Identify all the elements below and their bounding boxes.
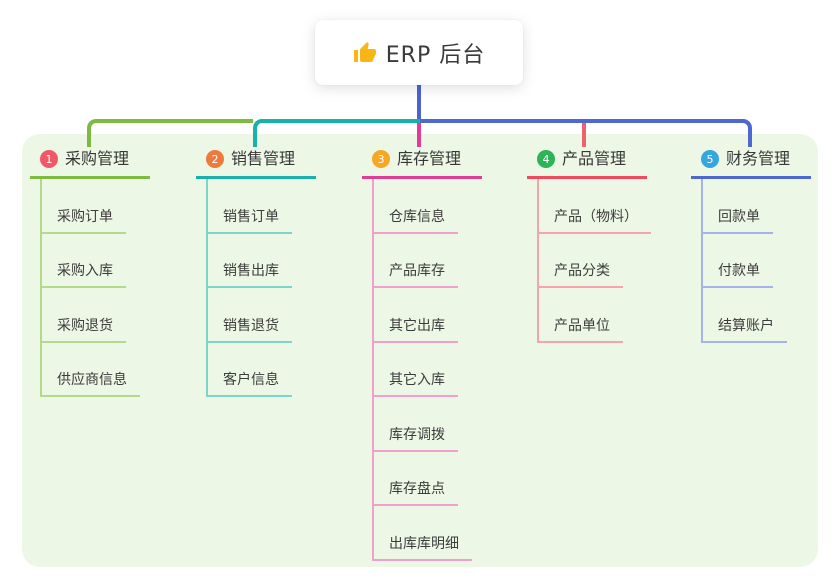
branch-2-child-4[interactable]: 客户信息 (208, 369, 292, 397)
branch-3-child-5[interactable]: 库存调拨 (374, 424, 458, 452)
connector-branch-4 (582, 123, 586, 147)
connector-branch-5 (420, 119, 752, 147)
branch-1: 1 采购管理采购订单采购入库采购退货供应商信息 (30, 148, 200, 397)
child-node: 库存盘点 (374, 452, 532, 506)
branch-3-child-7[interactable]: 出库库明细 (374, 533, 472, 561)
branch-2-label: 销售管理 (231, 149, 296, 168)
child-node: 出库库明细 (374, 506, 532, 561)
branch-5: 5 财务管理回款单付款单结算账户 (691, 148, 839, 343)
branch-1-child-4[interactable]: 供应商信息 (42, 369, 140, 397)
branch-1-number-badge: 1 (40, 150, 58, 168)
connector-branch-3 (417, 123, 421, 147)
child-node: 其它入库 (374, 343, 532, 397)
thumbs-up-icon (353, 41, 376, 62)
branch-2-child-2[interactable]: 销售出库 (208, 260, 292, 288)
branch-3-number-badge: 3 (372, 150, 390, 168)
branch-5-number-badge: 5 (701, 150, 719, 168)
branch-4-child-1[interactable]: 产品（物料） (539, 206, 651, 234)
child-node: 采购订单 (42, 179, 200, 234)
branch-3-child-1[interactable]: 仓库信息 (374, 206, 458, 234)
branch-5-child-2[interactable]: 付款单 (703, 260, 773, 288)
root-title: ERP 后台 (385, 42, 486, 68)
child-node: 销售订单 (208, 179, 366, 234)
branch-2-children: 销售订单销售出库销售退货客户信息 (206, 179, 366, 397)
branch-5-child-3[interactable]: 结算账户 (703, 315, 787, 343)
branch-1-child-1[interactable]: 采购订单 (42, 206, 126, 234)
connector-root-vertical (417, 84, 421, 119)
child-node: 库存调拨 (374, 397, 532, 452)
child-node: 其它出库 (374, 288, 532, 343)
branch-5-child-1[interactable]: 回款单 (703, 206, 773, 234)
branch-4-number-badge: 4 (537, 150, 555, 168)
branch-4-child-2[interactable]: 产品分类 (539, 260, 623, 288)
branch-3-child-3[interactable]: 其它出库 (374, 315, 458, 343)
root-node[interactable]: ERP 后台 (315, 20, 523, 85)
child-node: 仓库信息 (374, 179, 532, 234)
branch-1-topic[interactable]: 1 采购管理 (30, 148, 150, 179)
child-node: 付款单 (703, 234, 839, 288)
child-node: 采购入库 (42, 234, 200, 288)
connector-branch-2 (253, 119, 420, 147)
child-node: 采购退货 (42, 288, 200, 343)
branch-3-child-2[interactable]: 产品库存 (374, 260, 458, 288)
child-node: 产品库存 (374, 234, 532, 288)
branch-1-child-2[interactable]: 采购入库 (42, 260, 126, 288)
child-node: 销售退货 (208, 288, 366, 343)
branch-4-label: 产品管理 (562, 149, 627, 168)
branch-2-topic[interactable]: 2 销售管理 (196, 148, 316, 179)
branches-panel (22, 134, 818, 567)
connector-branch-1 (87, 119, 253, 147)
branch-4-topic[interactable]: 4 产品管理 (527, 148, 647, 179)
branch-5-topic[interactable]: 5 财务管理 (691, 148, 811, 179)
branch-2-child-1[interactable]: 销售订单 (208, 206, 292, 234)
branch-1-children: 采购订单采购入库采购退货供应商信息 (40, 179, 200, 397)
branch-4-children: 产品（物料） 产品分类产品单位 (537, 179, 697, 343)
branch-5-children: 回款单付款单结算账户 (701, 179, 839, 343)
child-node: 产品（物料） (539, 179, 697, 234)
branch-3-child-6[interactable]: 库存盘点 (374, 478, 458, 506)
branch-4: 4 产品管理产品（物料） 产品分类产品单位 (527, 148, 697, 343)
child-node: 产品单位 (539, 288, 697, 343)
child-node: 供应商信息 (42, 343, 200, 397)
child-node: 回款单 (703, 179, 839, 234)
branch-3: 3 库存管理仓库信息产品库存其它出库其它入库库存调拨库存盘点出库库明细 (362, 148, 532, 561)
child-node: 客户信息 (208, 343, 366, 397)
branch-2-number-badge: 2 (206, 150, 224, 168)
branch-3-topic[interactable]: 3 库存管理 (362, 148, 482, 179)
child-node: 销售出库 (208, 234, 366, 288)
child-node: 产品分类 (539, 234, 697, 288)
branch-5-label: 财务管理 (726, 149, 791, 168)
child-node: 结算账户 (703, 288, 839, 343)
branch-2-child-3[interactable]: 销售退货 (208, 315, 292, 343)
branch-2: 2 销售管理销售订单销售出库销售退货客户信息 (196, 148, 366, 397)
branch-4-child-3[interactable]: 产品单位 (539, 315, 623, 343)
branch-1-label: 采购管理 (65, 149, 130, 168)
branch-1-child-3[interactable]: 采购退货 (42, 315, 126, 343)
branch-3-children: 仓库信息产品库存其它出库其它入库库存调拨库存盘点出库库明细 (372, 179, 532, 561)
branch-3-child-4[interactable]: 其它入库 (374, 369, 458, 397)
branch-3-label: 库存管理 (397, 149, 462, 168)
